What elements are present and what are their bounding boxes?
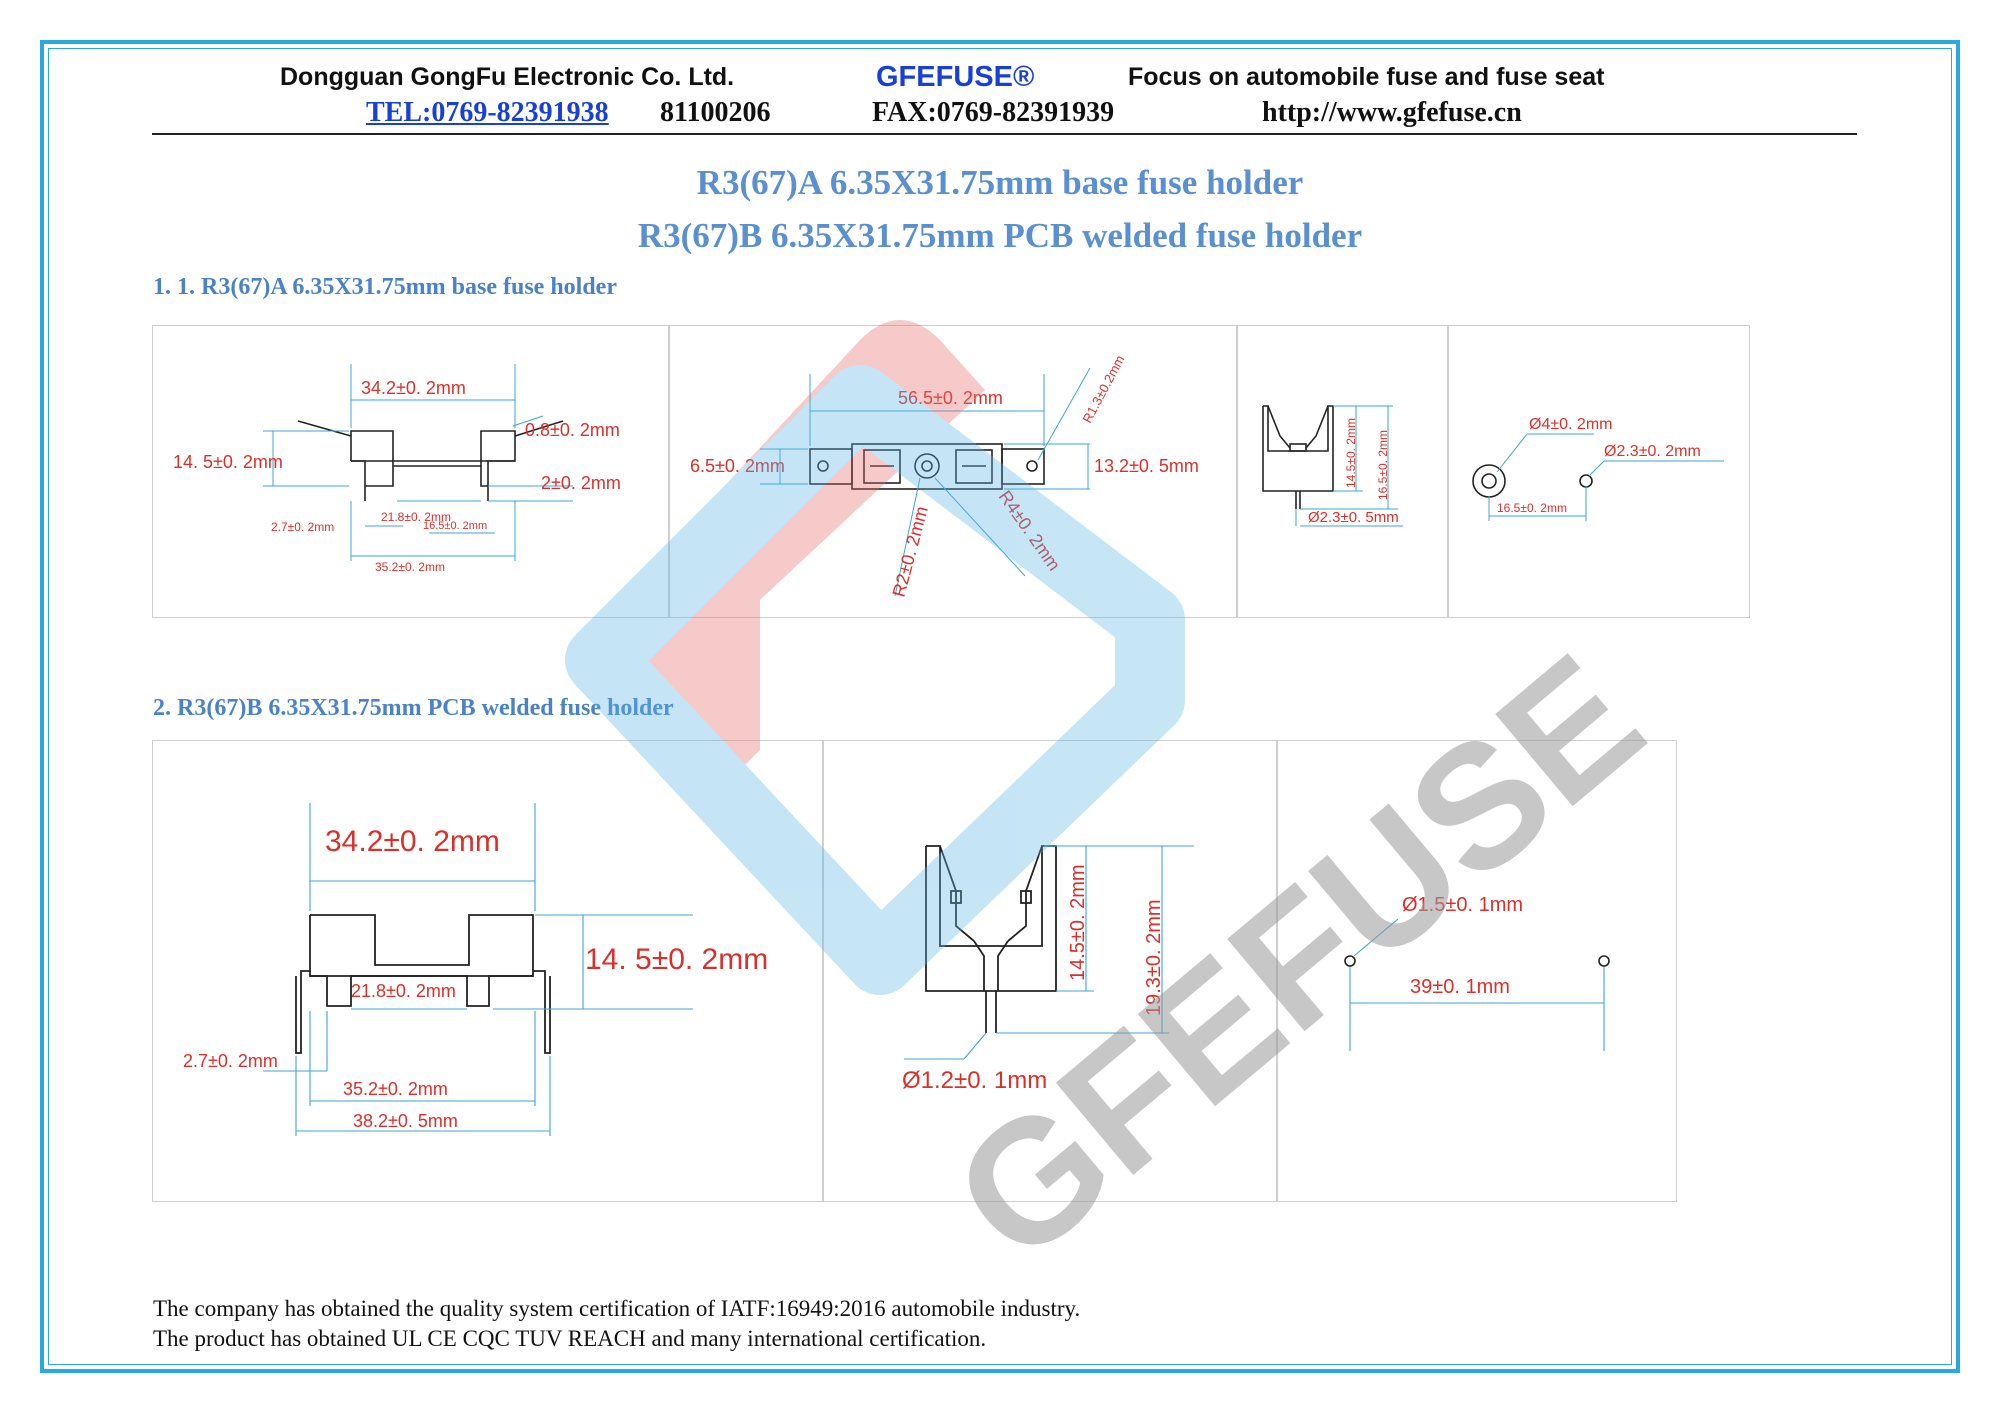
s1-panel-side-view: 34.2±0. 2mm 14. 5±0. 2mm 0.8±0. 2mm 2±0.… xyxy=(152,325,669,618)
s1-drawing-top: 56.5±0. 2mm 6.5±0. 2mm 13.2±0. 5mm R1.3±… xyxy=(690,353,1199,599)
s1p1-leg-label: 2±0. 2mm xyxy=(541,473,621,493)
s2p1-352-label: 35.2±0. 2mm xyxy=(343,1079,448,1099)
s2-drawing-end: 14.5±0. 2mm 19.3±0. 2mm Ø1.2±0. 1mm xyxy=(902,845,1194,1094)
s1p4-23-label: Ø2.3±0. 2mm xyxy=(1604,443,1701,460)
page-border-outer xyxy=(40,40,1960,1373)
s2p3-39-label: 39±0. 1mm xyxy=(1410,976,1510,998)
brand-name: GFEFUSE® xyxy=(876,61,1035,93)
s2p1-382-label: 38.2±0. 5mm xyxy=(353,1111,458,1131)
page-title-1: R3(67)A 6.35X31.75mm base fuse holder xyxy=(696,163,1304,202)
s1p2-r4-label: R4±0. 2mm xyxy=(995,487,1065,575)
s1p1-pitch-label: 16.5±0. 2mm xyxy=(423,520,487,532)
s2p1-slot-label: 21.8±0. 2mm xyxy=(351,981,456,1001)
company-name: Dongguan GongFu Electronic Co. Ltd. xyxy=(280,63,735,91)
s1p2-length-label: 56.5±0. 2mm xyxy=(898,388,1003,408)
s1p4-165-label: 16.5±0. 2mm xyxy=(1497,501,1567,515)
header-line-2: TEL:0769-82391938 81100206 FAX:0769-8239… xyxy=(0,97,2000,133)
s2-panel-footprint: Ø1.5±0. 1mm 39±0. 1mm xyxy=(1277,740,1677,1202)
s1p2-132-label: 13.2±0. 5mm xyxy=(1094,456,1199,476)
s2p2-145-label: 14.5±0. 2mm xyxy=(1067,864,1089,981)
s2-drawing-footprint: Ø1.5±0. 1mm 39±0. 1mm xyxy=(1344,894,1610,1051)
section-2-heading: 2. R3(67)B 6.35X31.75mm PCB welded fuse … xyxy=(153,695,674,721)
s2p1-height-label: 14. 5±0. 2mm xyxy=(585,943,768,976)
s1-panel-end-view: 14.5±0. 2mm 16.5±0. 2mm Ø2.3±0. 5mm xyxy=(1237,325,1448,618)
s1-drawing-side: 34.2±0. 2mm 14. 5±0. 2mm 0.8±0. 2mm 2±0.… xyxy=(173,364,621,574)
s2p2-12-label: Ø1.2±0. 1mm xyxy=(902,1067,1047,1094)
s1p2-r2-label: R2±0. 2mm xyxy=(889,504,932,599)
s2-panel-side-view: 34.2±0. 2mm 14. 5±0. 2mm 21.8±0. 2mm 2.7… xyxy=(152,740,823,1202)
s1-panel-top-view: 56.5±0. 2mm 6.5±0. 2mm 13.2±0. 5mm R1.3±… xyxy=(669,325,1237,618)
s1p1-width-label: 34.2±0. 2mm xyxy=(361,378,466,398)
header-divider xyxy=(152,133,1857,135)
s1-drawing-footprint: Ø4±0. 2mm Ø2.3±0. 2mm 16.5±0. 2mm xyxy=(1472,416,1724,521)
s2-panel-end-view: 14.5±0. 2mm 19.3±0. 2mm Ø1.2±0. 1mm xyxy=(823,740,1277,1202)
s1-drawing-end: 14.5±0. 2mm 16.5±0. 2mm Ø2.3±0. 5mm xyxy=(1262,405,1403,527)
s2p1-pin-label: 2.7±0. 2mm xyxy=(183,1051,278,1071)
tel-secondary: 81100206 xyxy=(660,97,771,128)
footer-line-1: The company has obtained the quality sys… xyxy=(153,1296,1081,1321)
s1p1-base-label: 35.2±0. 2mm xyxy=(375,560,445,574)
s1p1-slot-label: 21.8±0. 2mm xyxy=(381,510,451,524)
s2-drawing-side: 34.2±0. 2mm 14. 5±0. 2mm 21.8±0. 2mm 2.7… xyxy=(183,803,768,1136)
slogan: Focus on automobile fuse and fuse seat xyxy=(1128,63,1605,91)
s1-panel-footprint: Ø4±0. 2mm Ø2.3±0. 2mm 16.5±0. 2mm xyxy=(1448,325,1750,618)
s1p1-height-label: 14. 5±0. 2mm xyxy=(173,452,283,472)
fax-number: FAX:0769-82391939 xyxy=(872,97,1115,128)
page-title-2: R3(67)B 6.35X31.75mm PCB welded fuse hol… xyxy=(637,216,1363,255)
s1p1-thickness-label: 0.8±0. 2mm xyxy=(525,420,620,440)
page-border-inner xyxy=(48,48,1952,1365)
s1p3-165-label: 16.5±0. 2mm xyxy=(1376,430,1390,500)
s2p2-193-label: 19.3±0. 2mm xyxy=(1143,899,1165,1016)
tel-link[interactable]: TEL:0769-82391938 xyxy=(366,97,609,128)
s1p3-23-label: Ø2.3±0. 5mm xyxy=(1308,509,1399,526)
website: http://www.gfefuse.cn xyxy=(1262,97,1522,128)
s1p2-65-label: 6.5±0. 2mm xyxy=(690,456,785,476)
s2p1-width-label: 34.2±0. 2mm xyxy=(325,825,500,858)
s1p2-r13-label: R1.3±0.2mm xyxy=(1079,353,1127,426)
footer-line-2: The product has obtained UL CE CQC TUV R… xyxy=(153,1326,987,1351)
header-line-1: Dongguan GongFu Electronic Co. Ltd. GFEF… xyxy=(0,61,2000,95)
s1p4-4-label: Ø4±0. 2mm xyxy=(1529,416,1612,433)
s1p1-pin-label: 2.7±0. 2mm xyxy=(271,520,334,534)
s2p3-15-label: Ø1.5±0. 1mm xyxy=(1402,894,1523,916)
s1p3-145-label: 14.5±0. 2mm xyxy=(1344,418,1358,488)
section-1-heading: 1. 1. R3(67)A 6.35X31.75mm base fuse hol… xyxy=(153,274,617,300)
